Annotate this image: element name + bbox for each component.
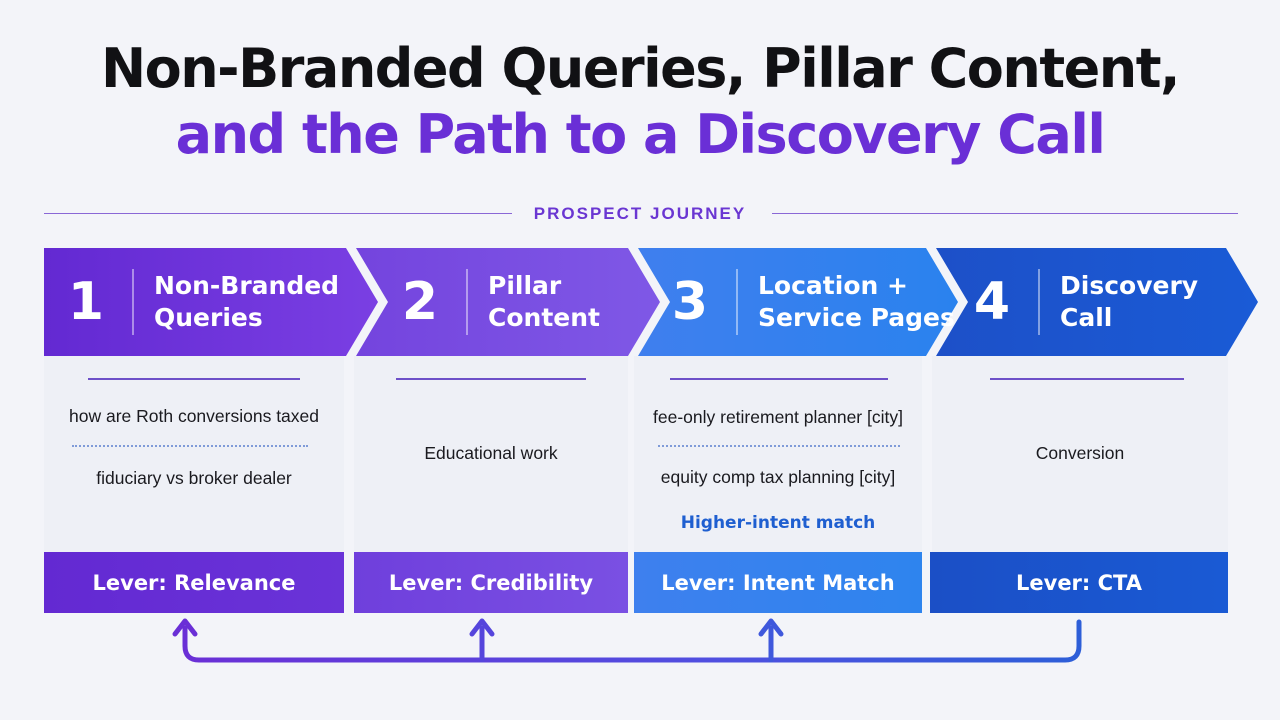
- step-3-panel: fee-only retirement planner [city] equit…: [634, 356, 922, 552]
- step-2-panel: Educational work: [354, 356, 628, 552]
- step-4-lever: Lever: CTA: [930, 552, 1228, 613]
- feedback-loop-line: [182, 619, 1082, 663]
- step-1-query-1: how are Roth conversions taxed: [69, 406, 319, 426]
- step-4-divider: [1038, 269, 1040, 335]
- step-4-title: Discovery Call: [1060, 270, 1199, 333]
- title-line-2: and the Path to a Discovery Call: [175, 103, 1106, 166]
- step-4-description: Conversion: [1035, 443, 1125, 463]
- step-2-chevron: [356, 248, 660, 356]
- step-3-title: Location + Service Pages: [758, 270, 955, 333]
- step-1-panel-rule: [88, 378, 300, 380]
- step-2-divider: [466, 269, 468, 335]
- step-1-title: Non-Branded Queries: [154, 270, 340, 333]
- step-1-number: 1: [67, 272, 105, 332]
- step-2-description: Educational work: [424, 443, 558, 463]
- step-1-query-2: fiduciary vs broker dealer: [96, 468, 292, 488]
- section-label: PROSPECT JOURNEY: [533, 204, 747, 223]
- arrowhead-step-2: [469, 618, 495, 637]
- step-1-lever: Lever: Relevance: [44, 552, 344, 613]
- step-2-header: 2 Pillar Content: [390, 248, 600, 356]
- step-4-panel-rule: [990, 378, 1184, 380]
- step-4-number: 4: [973, 272, 1011, 332]
- arrowhead-step-1: [172, 618, 198, 637]
- step-4-panel: Conversion: [932, 356, 1228, 552]
- step-3-chevron: [638, 248, 958, 356]
- step-3-divider: [736, 269, 738, 335]
- step-2-lever: Lever: Credibility: [354, 552, 628, 613]
- step-3-intent-note: Higher-intent match: [680, 513, 876, 533]
- step-3-header: 3 Location + Service Pages: [660, 248, 955, 356]
- step-2-title: Pillar Content: [488, 270, 600, 333]
- step-1-dotted-divider: [72, 445, 308, 447]
- step-1-panel: how are Roth conversions taxed fiduciary…: [44, 356, 344, 552]
- step-3-query-2: equity comp tax planning [city]: [660, 467, 896, 487]
- step-4-header: 4 Discovery Call: [962, 248, 1198, 356]
- step-1-divider: [132, 269, 134, 335]
- step-3-panel-rule: [670, 378, 888, 380]
- step-3-query-1: fee-only retirement planner [city]: [653, 407, 903, 427]
- step-1-header: 1 Non-Branded Queries: [56, 248, 339, 356]
- arrowhead-step-3: [758, 618, 784, 637]
- section-divider-right: [772, 213, 1238, 214]
- step-3-lever: Lever: Intent Match: [634, 552, 922, 613]
- section-divider-left: [44, 213, 512, 214]
- step-3-number: 3: [671, 272, 709, 332]
- step-1-chevron: [44, 248, 378, 356]
- step-4-chevron: [936, 248, 1258, 356]
- step-2-number: 2: [401, 272, 439, 332]
- title-line-1: Non-Branded Queries, Pillar Content,: [100, 37, 1181, 100]
- step-2-panel-rule: [396, 378, 586, 380]
- step-3-dotted-divider: [658, 445, 900, 447]
